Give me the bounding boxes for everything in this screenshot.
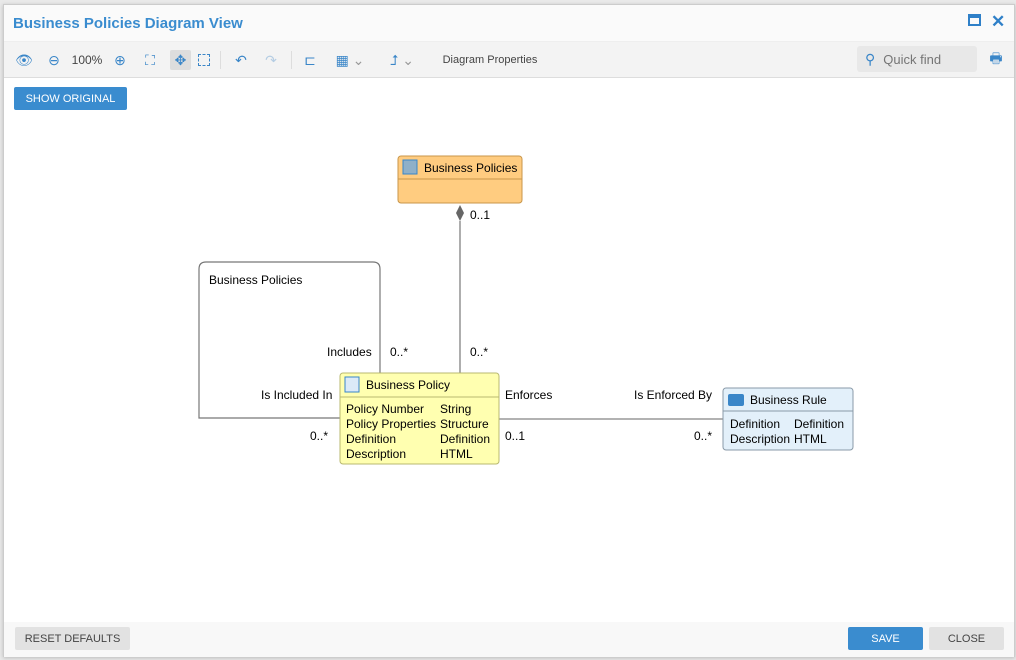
diagram-properties-button[interactable]: Diagram Properties	[442, 54, 538, 66]
show-original-button[interactable]: SHOW ORIGINAL	[14, 87, 127, 110]
quick-find: ⚲	[857, 46, 977, 72]
footer: RESET DEFAULTS SAVE CLOSE	[4, 622, 1014, 657]
business-policy-node[interactable]: Business Policy Policy Number String Pol…	[339, 372, 500, 465]
eye-icon[interactable]: 👁	[15, 51, 33, 68]
node-title: Business Policies	[424, 161, 517, 175]
association-label: Business Policies	[209, 273, 302, 287]
attribute-type: String	[440, 402, 471, 416]
attribute-name: Definition	[346, 432, 396, 446]
role-label: Includes	[327, 345, 372, 359]
quick-find-input[interactable]	[883, 51, 969, 67]
save-button[interactable]: SAVE	[848, 627, 923, 650]
undo-icon[interactable]: ↶	[235, 51, 247, 68]
attribute-name: Policy Properties	[346, 417, 436, 431]
table-layout-dropdown[interactable]: ▦ ⌄	[335, 51, 365, 68]
node-title: Business Rule	[750, 393, 827, 407]
close-button[interactable]: CLOSE	[929, 627, 1004, 650]
attribute-type: Definition	[440, 432, 490, 446]
multiplicity: 0..*	[310, 429, 328, 443]
role-label: Is Enforced By	[634, 388, 712, 402]
select-area-icon[interactable]	[194, 50, 214, 70]
attribute-name: Description	[346, 447, 406, 461]
toolbar: 👁 ⊖ 100% ⊕ ⛶ ✥ ↶ ↷ ⊏ ▦ ⌄ ⮥ ⌄ Diagram Pro…	[4, 42, 1014, 78]
redo-icon[interactable]: ↷	[265, 51, 277, 68]
pan-icon[interactable]: ✥	[170, 50, 191, 70]
print-icon[interactable]: 🖶	[989, 50, 1003, 66]
attribute-name: Description	[730, 432, 790, 446]
table-icon: ▦	[335, 51, 349, 68]
attribute-name: Policy Number	[346, 402, 424, 416]
connector-icon: ⮥	[390, 51, 399, 68]
enforce-association[interactable]: Enforces 0..1 Is Enforced By 0..*	[499, 388, 723, 443]
reset-defaults-button[interactable]: RESET DEFAULTS	[15, 627, 130, 650]
multiplicity: 0..*	[470, 345, 488, 359]
role-label: Enforces	[505, 388, 552, 402]
attribute-type: Definition	[794, 417, 844, 431]
title-bar: Business Policies Diagram View ✕	[4, 5, 1014, 42]
business-policies-node[interactable]: Business Policies	[397, 155, 523, 204]
fit-to-screen-icon[interactable]: ⛶	[145, 51, 155, 68]
close-icon[interactable]: ✕	[991, 12, 1006, 31]
attribute-type: Structure	[440, 417, 489, 431]
diagram-canvas[interactable]: Business Policies Includes 0..* Is Inclu…	[1, 1, 1011, 546]
composition-diamond	[456, 205, 464, 221]
multiplicity: 0..*	[390, 345, 408, 359]
multiplicity: 0..*	[694, 429, 712, 443]
composition-association[interactable]: 0..1 0..*	[456, 205, 490, 373]
multiplicity: 0..1	[505, 429, 525, 443]
role-label: Is Included In	[261, 388, 332, 402]
zoom-out-icon[interactable]: ⊖	[48, 51, 60, 68]
maximize-icon[interactable]	[968, 14, 981, 26]
layout-icon[interactable]: ⊏	[304, 51, 316, 68]
diagram-dialog: Business Policies Diagram View ✕ 👁 ⊖ 100…	[3, 4, 1015, 657]
attribute-type: HTML	[794, 432, 827, 446]
briefcase-icon	[728, 394, 744, 406]
attribute-type: HTML	[440, 447, 473, 461]
self-association[interactable]: Business Policies Includes 0..* Is Inclu…	[198, 261, 408, 443]
folder-icon	[402, 159, 418, 175]
search-icon: ⚲	[865, 50, 876, 67]
zoom-level: 100%	[71, 53, 103, 67]
document-icon	[344, 376, 360, 393]
multiplicity: 0..1	[470, 208, 490, 222]
business-rule-node[interactable]: Business Rule Definition Definition Desc…	[722, 387, 854, 451]
dialog-title: Business Policies Diagram View	[13, 15, 243, 32]
node-title: Business Policy	[366, 378, 450, 392]
attribute-name: Definition	[730, 417, 780, 431]
connector-style-dropdown[interactable]: ⮥ ⌄	[390, 51, 414, 68]
zoom-in-icon[interactable]: ⊕	[114, 51, 126, 68]
